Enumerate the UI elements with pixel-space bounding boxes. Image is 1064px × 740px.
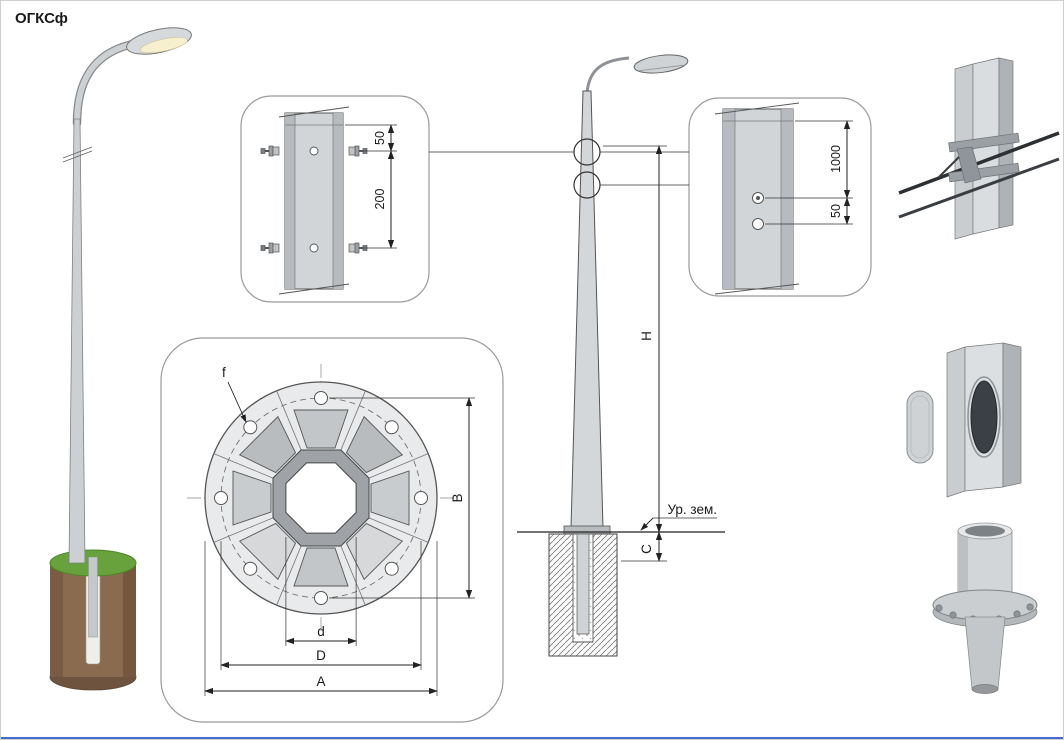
clamp-bolt-hole — [309, 243, 319, 253]
access-door-render — [906, 342, 1022, 498]
dim-label-1000: 1000 — [829, 145, 843, 173]
elevation-base-flange — [563, 525, 611, 535]
wire-tensioner — [956, 146, 982, 184]
dim-label-D: D — [316, 648, 326, 663]
overhead-wire — [898, 131, 1060, 195]
clamp-detail-callout: 50 200 — [240, 95, 430, 303]
bottom-accent-bar — [1, 737, 1063, 739]
foundation-render — [49, 549, 137, 691]
lamp-arm — [74, 41, 136, 126]
octagon-hole — [285, 462, 357, 534]
bolt-hole — [752, 218, 764, 230]
elevation-shaft — [570, 90, 604, 529]
break-mark — [62, 146, 93, 159]
ground-level-label: Ур. зем. — [667, 502, 717, 517]
band-clamp — [948, 132, 1020, 153]
base-skirt — [964, 616, 1006, 690]
foundation-section — [548, 533, 618, 657]
flange-plan-view: f B d D A — [160, 337, 504, 723]
clamp-bolt-hole — [309, 146, 319, 156]
bolt-detail-callout: 1000 50 — [688, 97, 872, 297]
dim-label-B: B — [450, 493, 465, 502]
door-cover — [906, 390, 934, 464]
elevation-arm — [585, 56, 630, 94]
base-flange-render — [932, 522, 1038, 694]
pole-elevation: Ур. зем. H C — [429, 54, 725, 657]
dim-label-A: A — [316, 674, 325, 689]
gusset-ribs — [232, 409, 410, 587]
elevation-lamp-head — [633, 54, 689, 74]
dim-label-50: 50 — [373, 131, 387, 145]
hole-diameter-label: f — [222, 365, 226, 380]
flange-bolt-holes — [214, 391, 428, 605]
wire-clamp-render — [898, 57, 1060, 240]
dim-label-50b: 50 — [829, 204, 843, 218]
dim-label-200: 200 — [373, 189, 387, 210]
pole-shaft — [68, 118, 86, 564]
left-pole-render — [49, 27, 192, 691]
page-title: ОГКСф — [15, 10, 68, 27]
overhead-wire — [898, 157, 1060, 219]
door-opening — [970, 380, 998, 454]
lamp-head — [126, 27, 192, 55]
dim-label-C: C — [639, 544, 654, 554]
dim-label-H: H — [639, 331, 654, 341]
flange-disc — [932, 589, 1038, 621]
dim-label-d: d — [317, 624, 325, 639]
